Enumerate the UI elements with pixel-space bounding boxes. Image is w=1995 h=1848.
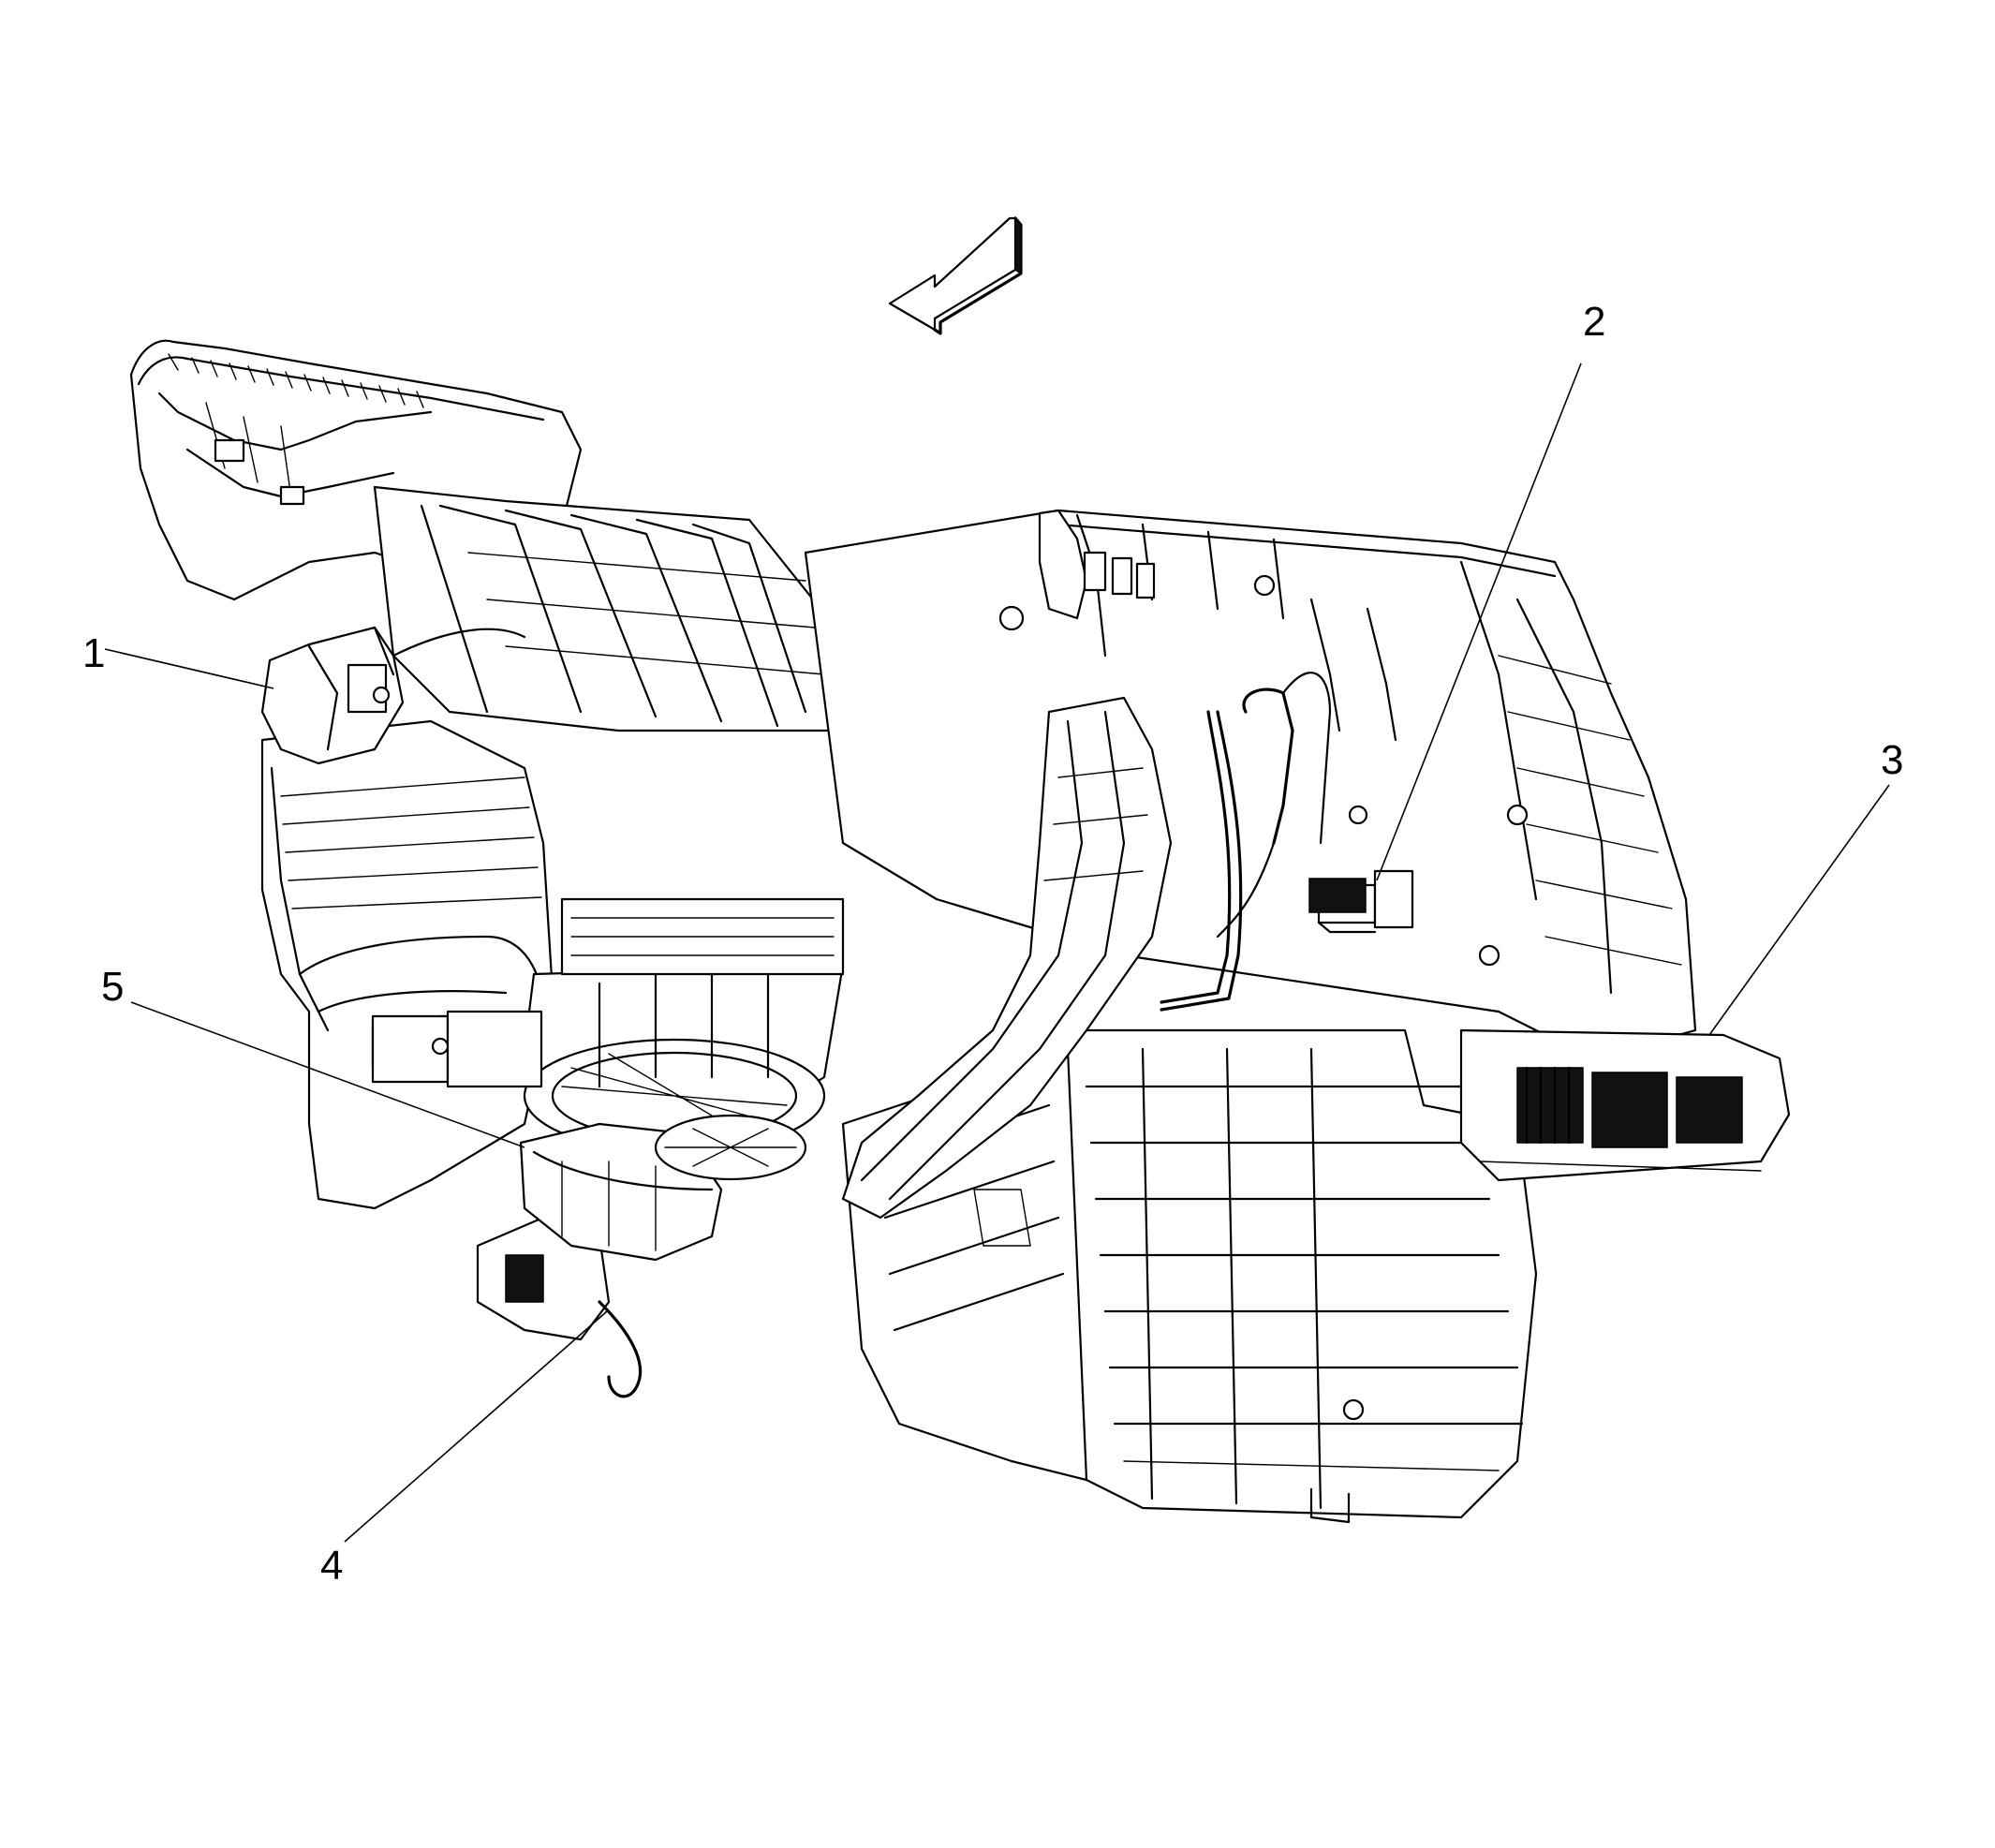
top-bracket [1038, 509, 1156, 620]
callout-1: 1 [82, 630, 105, 676]
rear-housing [804, 509, 1697, 1060]
leader-line-3 [1708, 784, 1890, 1036]
mode-actuator [260, 626, 526, 765]
refrigerant-lines [1160, 672, 1332, 1012]
electrical-connector-2 [1308, 869, 1414, 934]
lower-left-case [260, 719, 554, 1210]
filter-housing [373, 485, 845, 732]
leader-line-5 [130, 1001, 525, 1148]
callout-4: 4 [320, 1543, 343, 1589]
leader-line-1 [104, 648, 274, 689]
leader-line-4 [344, 1310, 608, 1543]
front-direction-arrow-icon [888, 215, 1023, 335]
leader-line-2 [1376, 362, 1582, 881]
callout-2: 2 [1583, 299, 1605, 345]
blower-motor-5 [519, 1114, 807, 1262]
callout-3: 3 [1881, 737, 1903, 783]
blower-housing [523, 897, 845, 1154]
callout-5: 5 [101, 964, 124, 1010]
blower-connector-4 [476, 1216, 643, 1398]
left-bracket [371, 1010, 543, 1088]
control-module-3 [1459, 1028, 1791, 1182]
evaporator-case [1066, 1028, 1538, 1524]
center-duct [841, 696, 1173, 1220]
